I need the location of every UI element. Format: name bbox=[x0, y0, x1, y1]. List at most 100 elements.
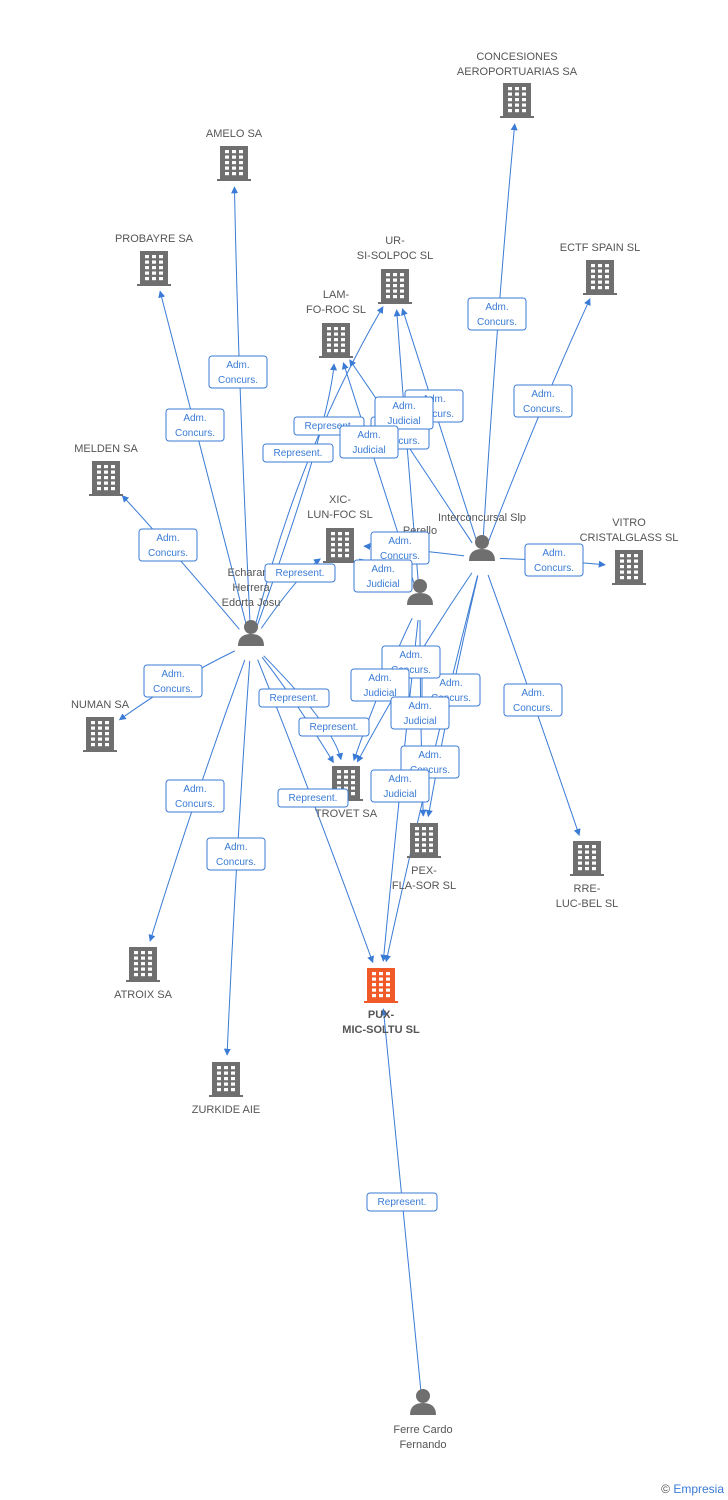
node-label: Herrera bbox=[232, 582, 270, 594]
node-label: LUC-BEL SL bbox=[556, 898, 619, 910]
edge-label-text: Concurs. bbox=[175, 799, 215, 810]
edge-label[interactable]: Adm. Judicial bbox=[374, 396, 434, 430]
node-xic-lun[interactable]: XIC- LUN-FOC SL bbox=[307, 494, 373, 563]
edge-label-text: Concurs. bbox=[380, 436, 420, 447]
edge-label-text: Concurs. bbox=[216, 857, 256, 868]
node-atroix[interactable]: ATROIX SA bbox=[114, 947, 173, 1001]
edge-line bbox=[158, 290, 248, 626]
node-label: MELDEN SA bbox=[74, 443, 138, 455]
node-label: TROVET SA bbox=[315, 808, 378, 820]
node-zurkide[interactable]: ZURKIDE AIE bbox=[192, 1062, 260, 1116]
node-label: NUMAN SA bbox=[71, 699, 130, 711]
node-label: LAM- bbox=[323, 289, 350, 301]
node-label: PROBAYRE SA bbox=[115, 233, 194, 245]
edge-label[interactable]: Adm.Judicial bbox=[370, 769, 430, 803]
edge-label-text: Adm. bbox=[531, 389, 554, 400]
edge-label[interactable]: Adm.Concurs. bbox=[503, 683, 563, 717]
building-icon bbox=[126, 947, 160, 982]
edge-label-text: Adm. bbox=[183, 413, 206, 424]
node-probayre[interactable]: PROBAYRE SA bbox=[115, 233, 194, 286]
node-ectf[interactable]: ECTF SPAIN SL bbox=[560, 242, 640, 295]
edge-label[interactable]: Represent. bbox=[277, 788, 349, 808]
edge-label[interactable]: Adm. Concurs. bbox=[138, 528, 198, 562]
node-label: XIC- bbox=[329, 494, 351, 506]
edge-label[interactable]: Adm.Judicial bbox=[353, 559, 413, 593]
node-numan[interactable]: NUMAN SA bbox=[71, 699, 130, 752]
node-rre-luc[interactable]: RRE-LUC-BEL SL bbox=[556, 841, 619, 910]
building-icon bbox=[319, 323, 353, 358]
node-label: AMELO SA bbox=[206, 128, 263, 140]
copyright-icon: © bbox=[661, 1482, 670, 1496]
edge-label-text: Represent. bbox=[270, 693, 319, 704]
edge-label[interactable]: Adm.Concurs. bbox=[524, 543, 584, 577]
node-amelo[interactable]: AMELO SA bbox=[206, 128, 263, 181]
edge-label-text: Concurs. bbox=[534, 563, 574, 574]
edge-label[interactable]: Adm.Judicial bbox=[390, 696, 450, 730]
building-icon bbox=[217, 146, 251, 181]
edge-label[interactable]: Adm.Concurs. bbox=[467, 297, 527, 331]
edge-label-text: Judicial bbox=[366, 579, 399, 590]
person-icon bbox=[410, 1389, 436, 1415]
edge-label[interactable]: Adm.Judicial bbox=[350, 668, 410, 702]
edge-label-text: Concurs. bbox=[148, 548, 188, 559]
edge-label[interactable]: Represent. bbox=[298, 717, 370, 737]
edge-label-text: Adm. bbox=[226, 360, 249, 371]
edge-label-text: Adm. bbox=[183, 784, 206, 795]
node-ur-si[interactable]: UR-SI-SOLPOC SL bbox=[357, 235, 433, 304]
building-icon bbox=[407, 823, 441, 858]
node-pux[interactable]: PUX-MIC-SOLTU SL bbox=[342, 968, 420, 1036]
edge-label-text: Adm. bbox=[388, 774, 411, 785]
edge-label-text: Represent. bbox=[378, 1197, 427, 1208]
edge-label-text: Concurs. bbox=[410, 765, 450, 776]
edge-label-text: Adm. bbox=[156, 533, 179, 544]
edge-label[interactable]: Represent. bbox=[366, 1192, 438, 1212]
edge-label-text: Represent. bbox=[289, 793, 338, 804]
node-melden[interactable]: MELDEN SA bbox=[74, 443, 138, 496]
edge-label-text: Concurs. bbox=[153, 684, 193, 695]
node-label: Ferre Cardo bbox=[393, 1424, 452, 1436]
edge-label-text: Judicial bbox=[387, 416, 420, 427]
node-label: LUN-FOC SL bbox=[307, 509, 372, 521]
building-icon bbox=[89, 461, 123, 496]
building-icon bbox=[364, 968, 398, 1003]
person-icon bbox=[407, 579, 433, 605]
edge-label[interactable]: Adm.Concurs. bbox=[513, 384, 573, 418]
edge-label[interactable]: Adm.Concurs. bbox=[206, 837, 266, 871]
node-interconcursal[interactable]: Interconcursal Slp bbox=[438, 512, 526, 561]
edge-label[interactable]: Adm.Concurs. bbox=[143, 664, 203, 698]
node-label: SI-SOLPOC SL bbox=[357, 250, 433, 262]
edge-label-text: Adm. bbox=[418, 750, 441, 761]
brand-footer: © Empresia bbox=[661, 1482, 724, 1496]
edge-label-text: Judicial bbox=[352, 445, 385, 456]
person-icon bbox=[238, 620, 264, 646]
node-label: CONCESIONES bbox=[476, 51, 557, 63]
edge-label[interactable]: Adm.Concurs. bbox=[165, 408, 225, 442]
node-label: Echarand bbox=[227, 567, 274, 579]
edge-label-text: Adm. bbox=[392, 401, 415, 412]
edge-label[interactable]: Adm.Concurs. bbox=[208, 355, 268, 389]
edge-label-text: Concurs. bbox=[431, 693, 471, 704]
building-icon bbox=[209, 1062, 243, 1097]
building-icon bbox=[137, 251, 171, 286]
edge-label[interactable]: Adm. Concurs. bbox=[165, 779, 225, 813]
edge-label-text: Concurs. bbox=[380, 551, 420, 562]
edge-label-text: Judicial bbox=[363, 688, 396, 699]
edge-label-text: Judicial bbox=[403, 716, 436, 727]
edge-label[interactable]: Represent. bbox=[264, 563, 336, 583]
building-icon bbox=[323, 528, 357, 563]
edge-label-text: Adm. bbox=[521, 688, 544, 699]
edge-label[interactable]: Represent. bbox=[258, 688, 330, 708]
edge-label[interactable]: Adm. Concurs. bbox=[370, 531, 430, 565]
edge-label-text: Adm. bbox=[439, 678, 462, 689]
edge-label-text: Concurs. bbox=[477, 317, 517, 328]
edge-label-text: Adm. bbox=[388, 536, 411, 547]
edge-label-text: Represent. bbox=[305, 421, 354, 432]
edge-label[interactable]: Represent. bbox=[262, 443, 334, 463]
edge-label[interactable]: Adm.Judicial bbox=[339, 425, 399, 459]
node-lam-fo[interactable]: LAM-FO-ROC SL bbox=[306, 289, 366, 358]
node-pex-fla[interactable]: PEX-FLA-SOR SL bbox=[392, 823, 456, 892]
